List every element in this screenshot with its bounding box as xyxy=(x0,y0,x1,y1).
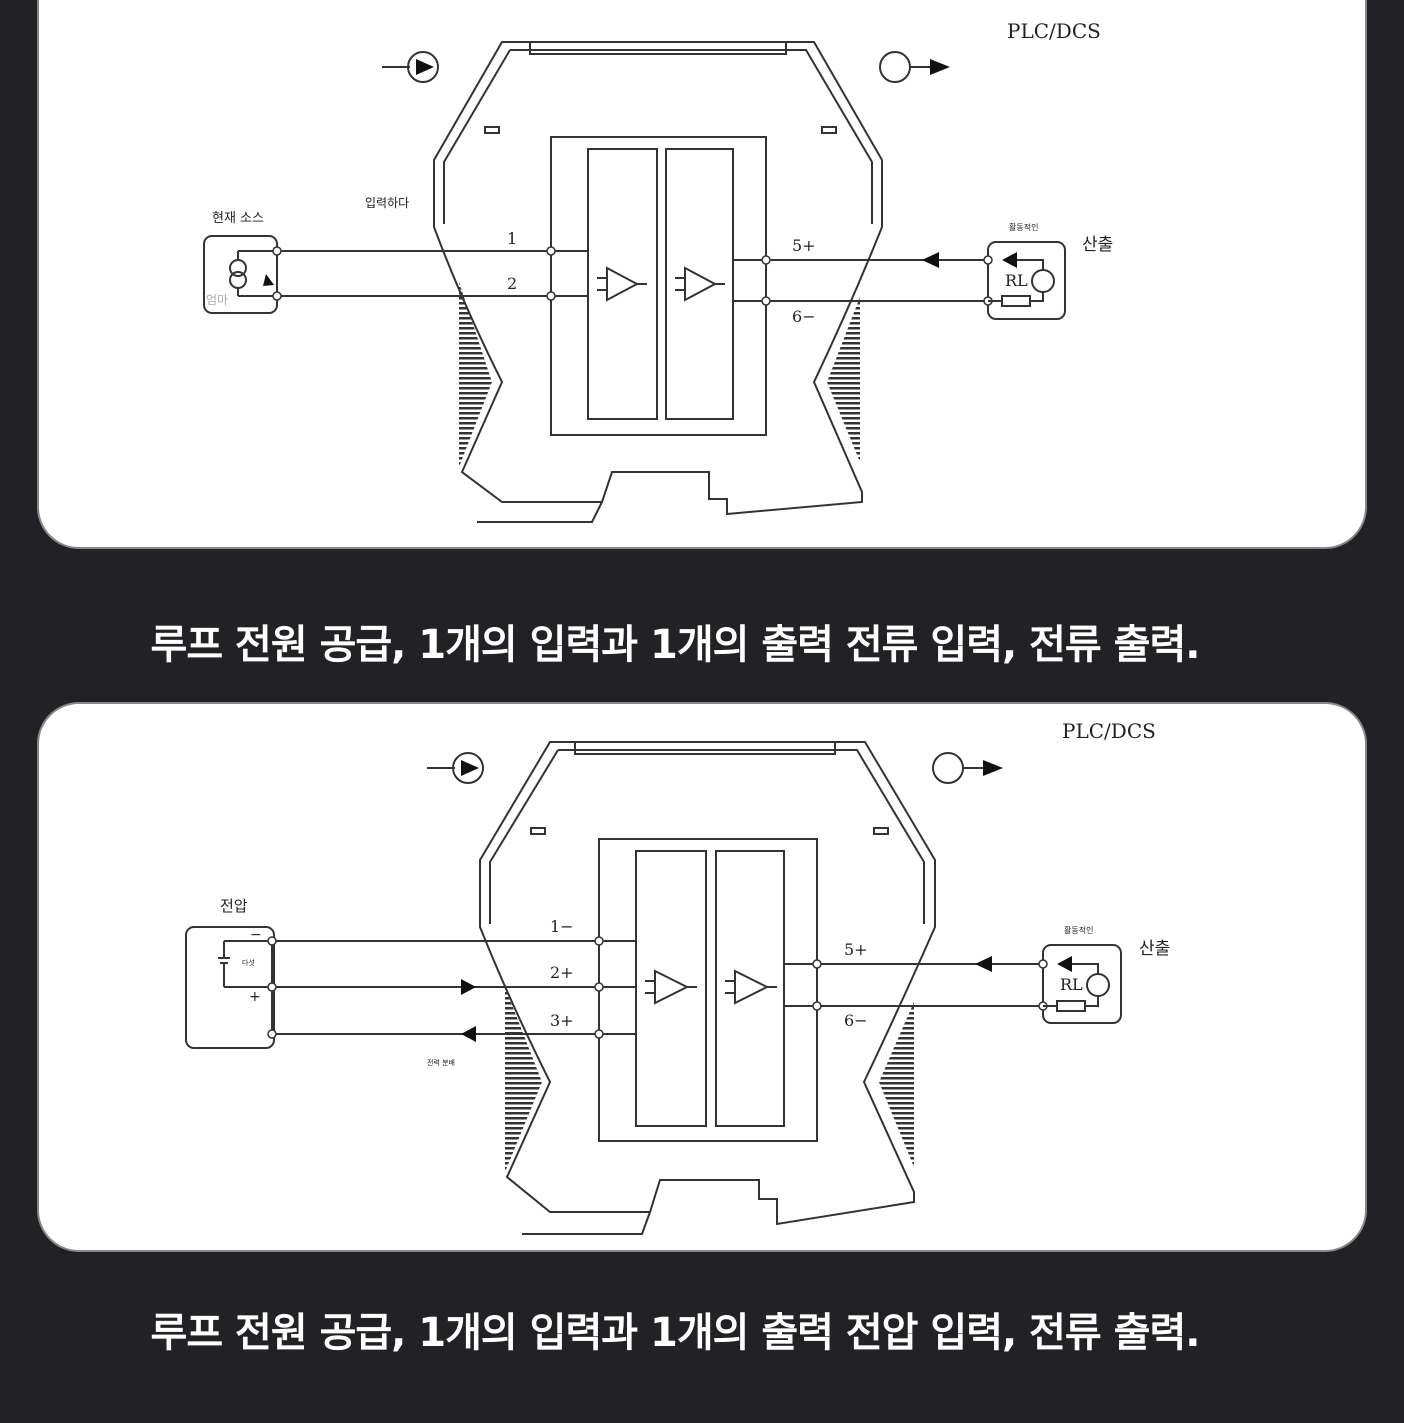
terminal-5-label: 5+ xyxy=(844,940,868,959)
system-label: PLC/DCS xyxy=(1062,719,1156,743)
output-flow-icon xyxy=(932,752,1003,784)
terminal-1-label: 1− xyxy=(550,917,574,936)
terminal-6-label: 6− xyxy=(844,1011,868,1030)
system-label: PLC/DCS xyxy=(1007,19,1101,43)
caption-voltage-input: 루프 전원 공급, 1개의 입력과 1개의 출력 전압 입력, 전류 출력. xyxy=(150,1310,1201,1356)
load-label: 활동적인 xyxy=(1064,925,1093,935)
source-tag: 다섯 xyxy=(242,958,255,967)
wiring-diagram-2: PLC/DCS 전압 다섯 − + 전력 분배 1− 2+ 3+ 5+ 6− R… xyxy=(185,719,1170,1235)
amplifier-icon xyxy=(597,266,647,302)
amplifier-icon xyxy=(645,969,697,1005)
current-source-icon xyxy=(229,251,274,296)
diagram-panel-voltage-input: PLC/DCS 전압 다섯 − + 전력 분배 1− 2+ 3+ 5+ 6− R… xyxy=(37,702,1367,1252)
terminal-2-label: 2+ xyxy=(550,963,574,982)
battery-icon xyxy=(218,941,230,987)
load-box xyxy=(1042,944,1122,1024)
svg-text:+: + xyxy=(249,989,261,1005)
current-arrow-icon xyxy=(461,1026,476,1042)
input-flow-icon xyxy=(382,51,439,83)
resistor-label: RL xyxy=(1060,975,1083,994)
output-label: 산출 xyxy=(1139,939,1170,959)
input-stage xyxy=(587,148,658,420)
diagram-panel-current-input: PLC/DCS 현재 소스 엄마 입력하다 1 2 5+ 6− RL 활동적인 … xyxy=(37,0,1367,549)
current-arrow-icon xyxy=(922,252,939,268)
input-stage xyxy=(635,850,707,1127)
module-box xyxy=(550,136,767,436)
output-stage xyxy=(665,148,734,420)
current-arrow-icon xyxy=(975,956,992,972)
resistor-icon xyxy=(1001,295,1031,307)
output-label: 산출 xyxy=(1082,235,1113,255)
amplifier-icon xyxy=(725,969,777,1005)
load-label: 활동적인 xyxy=(1009,222,1038,232)
terminal-6-label: 6− xyxy=(792,307,816,326)
resistor-label: RL xyxy=(1005,271,1028,290)
caption-current-input: 루프 전원 공급, 1개의 입력과 1개의 출력 전류 입력, 전류 출력. xyxy=(150,622,1201,668)
source-tag: 엄마 xyxy=(206,293,228,307)
terminal-2-label: 2 xyxy=(507,274,517,293)
source-label: 현재 소스 xyxy=(212,211,264,226)
input-label: 입력하다 xyxy=(365,196,409,210)
wiring-diagram-1: PLC/DCS 현재 소스 엄마 입력하다 1 2 5+ 6− RL 활동적인 … xyxy=(203,19,1113,523)
output-flow-icon xyxy=(879,51,950,83)
isolator-housing xyxy=(479,741,936,1235)
resistor-icon xyxy=(1056,1000,1086,1012)
terminal-5-label: 5+ xyxy=(792,236,816,255)
svg-text:−: − xyxy=(250,927,262,943)
isolator-housing xyxy=(433,41,883,523)
current-arrow-icon xyxy=(461,979,476,995)
terminal-3-label: 3+ xyxy=(550,1011,574,1030)
power-distribution-label: 전력 분배 xyxy=(427,1058,455,1067)
terminal-1-label: 1 xyxy=(507,229,517,248)
source-label: 전압 xyxy=(220,897,248,915)
input-flow-icon xyxy=(427,752,484,784)
voltage-source-icon xyxy=(1086,973,1110,997)
voltage-source-icon xyxy=(1031,269,1055,293)
load-box xyxy=(987,241,1066,320)
amplifier-icon xyxy=(675,266,725,302)
output-stage xyxy=(715,850,785,1127)
